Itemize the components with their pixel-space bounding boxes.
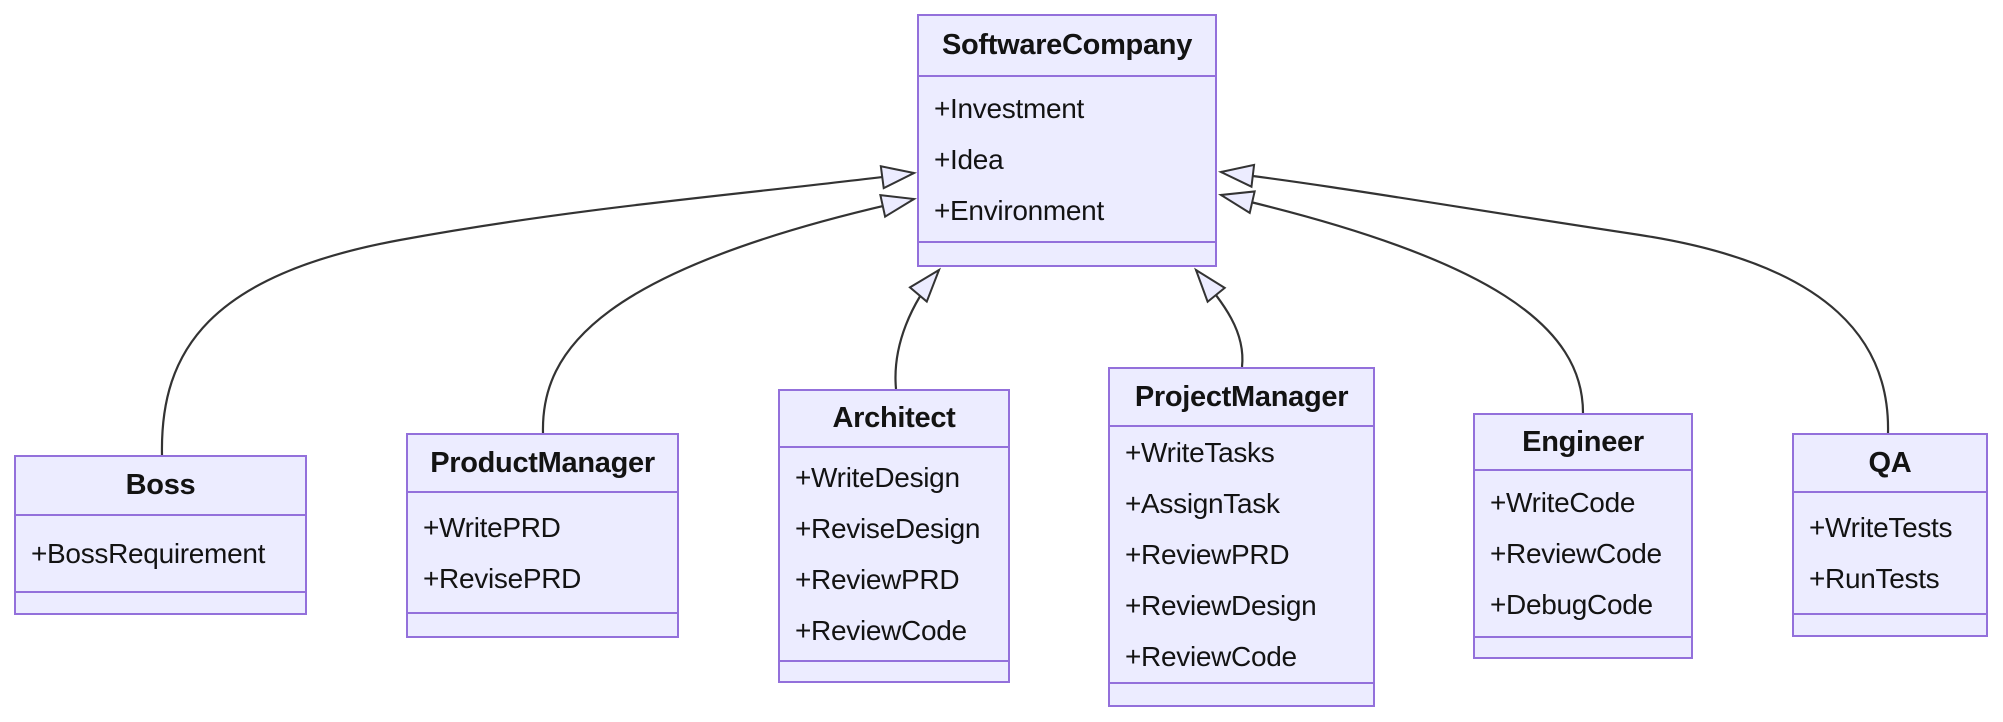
class-member: +WriteDesign [795, 462, 960, 493]
edge-projectmanager-inherits-softwarecompany [1194, 267, 1244, 368]
edge-engineer-inherits-softwarecompany [1218, 190, 1585, 414]
class-member: +ReviewDesign [1125, 590, 1317, 621]
edge-productmanager-inherits-softwarecompany [541, 193, 918, 434]
class-member: +DebugCode [1490, 589, 1653, 620]
class-node-qa: QA +WriteTests +RunTests [1792, 433, 1988, 637]
class-members: +WriteDesign +ReviseDesign +ReviewPRD +R… [780, 448, 1008, 660]
class-member: +AssignTask [1125, 488, 1280, 519]
class-member: +ReviewPRD [1125, 539, 1290, 570]
class-node-softwarecompany: SoftwareCompany +Investment +Idea +Envir… [917, 14, 1217, 267]
class-title: SoftwareCompany [919, 16, 1215, 77]
class-member: +ReviewCode [1125, 641, 1297, 672]
class-title: QA [1794, 435, 1986, 493]
class-member: +WriteTasks [1125, 437, 1275, 468]
class-member: +Idea [934, 143, 1004, 175]
class-node-engineer: Engineer +WriteCode +ReviewCode +DebugCo… [1473, 413, 1693, 659]
class-title: ProjectManager [1110, 369, 1373, 427]
class-methods-empty [1110, 682, 1373, 706]
class-members: +WritePRD +RevisePRD [408, 493, 677, 612]
class-methods-empty [1475, 636, 1691, 657]
class-members: +WriteTests +RunTests [1794, 493, 1986, 613]
class-methods-empty [780, 660, 1008, 681]
class-title: Boss [16, 457, 305, 516]
class-members: +BossRequirement [16, 516, 305, 591]
edge-boss-inherits-softwarecompany [160, 165, 918, 456]
class-member: +ReviewCode [1490, 538, 1662, 569]
class-member: +ReviewCode [795, 615, 967, 646]
class-methods-empty [919, 241, 1215, 265]
edge-qa-inherits-softwarecompany [1217, 163, 1890, 434]
class-member: +WritePRD [423, 511, 561, 543]
class-member: +Investment [934, 92, 1085, 124]
class-member: +ReviseDesign [795, 513, 981, 544]
class-title: ProductManager [408, 435, 677, 493]
class-title: Engineer [1475, 415, 1691, 471]
class-member: +WriteTests [1809, 512, 1953, 543]
class-methods-empty [1794, 613, 1986, 635]
class-member: +Environment [934, 194, 1104, 226]
class-methods-empty [408, 612, 677, 636]
class-node-boss: Boss +BossRequirement [14, 455, 307, 615]
class-member: +WriteCode [1490, 487, 1636, 518]
class-members: +Investment +Idea +Environment [919, 77, 1215, 241]
class-member: +RunTests [1809, 563, 1940, 594]
class-title: Architect [780, 391, 1008, 448]
class-node-productmanager: ProductManager +WritePRD +RevisePRD [406, 433, 679, 638]
class-members: +WriteCode +ReviewCode +DebugCode [1475, 471, 1691, 636]
class-member: +ReviewPRD [795, 564, 960, 595]
class-member: +BossRequirement [31, 538, 266, 569]
class-member: +RevisePRD [423, 562, 582, 594]
class-node-architect: Architect +WriteDesign +ReviseDesign +Re… [778, 389, 1010, 683]
class-node-projectmanager: ProjectManager +WriteTasks +AssignTask +… [1108, 367, 1375, 707]
class-members: +WriteTasks +AssignTask +ReviewPRD +Revi… [1110, 427, 1373, 682]
class-methods-empty [16, 591, 305, 613]
edge-architect-inherits-softwarecompany [894, 267, 941, 390]
